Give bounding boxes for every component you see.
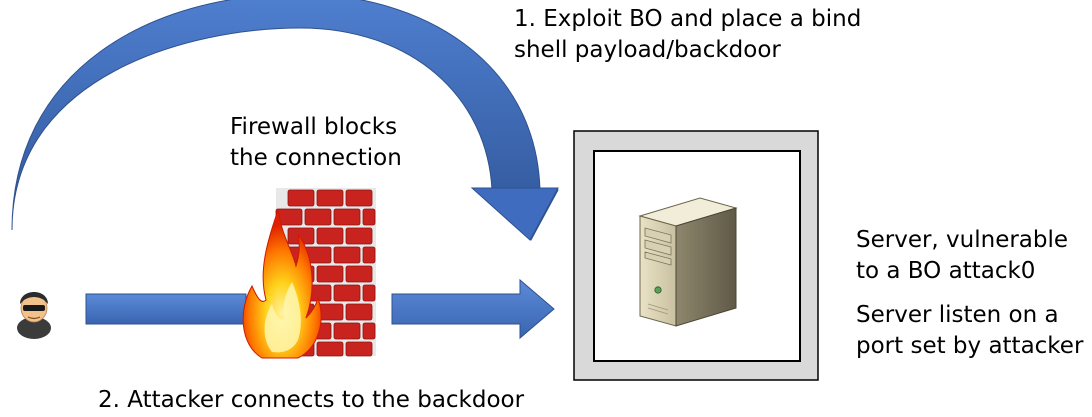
curved-exploit-arrow [11,0,559,241]
server-vulnerable-line2: to a BO attack0 [856,258,1036,284]
server-listen-line2: port set by attacker [856,333,1084,359]
firewall-icon [242,188,376,359]
step1-label-line2: shell payload/backdoor [514,37,781,63]
server-vulnerable-line1: Server, vulnerable [856,227,1069,253]
server-tower-icon [638,197,738,327]
firewall-label-line2: the connection [230,145,402,171]
straight-arrow-tail [85,293,247,325]
curved-arrow-head [470,187,559,241]
straight-arrow-head [391,278,555,340]
step2-label: 2. Attacker connects to the backdoor [98,387,525,413]
server-listen-line1: Server listen on a [856,302,1059,328]
hacker-icon [17,292,51,339]
step1-label-line1: 1. Exploit BO and place a bind [514,6,862,32]
arch-inner-mask [70,64,530,232]
firewall-label-line1: Firewall blocks [230,114,398,140]
